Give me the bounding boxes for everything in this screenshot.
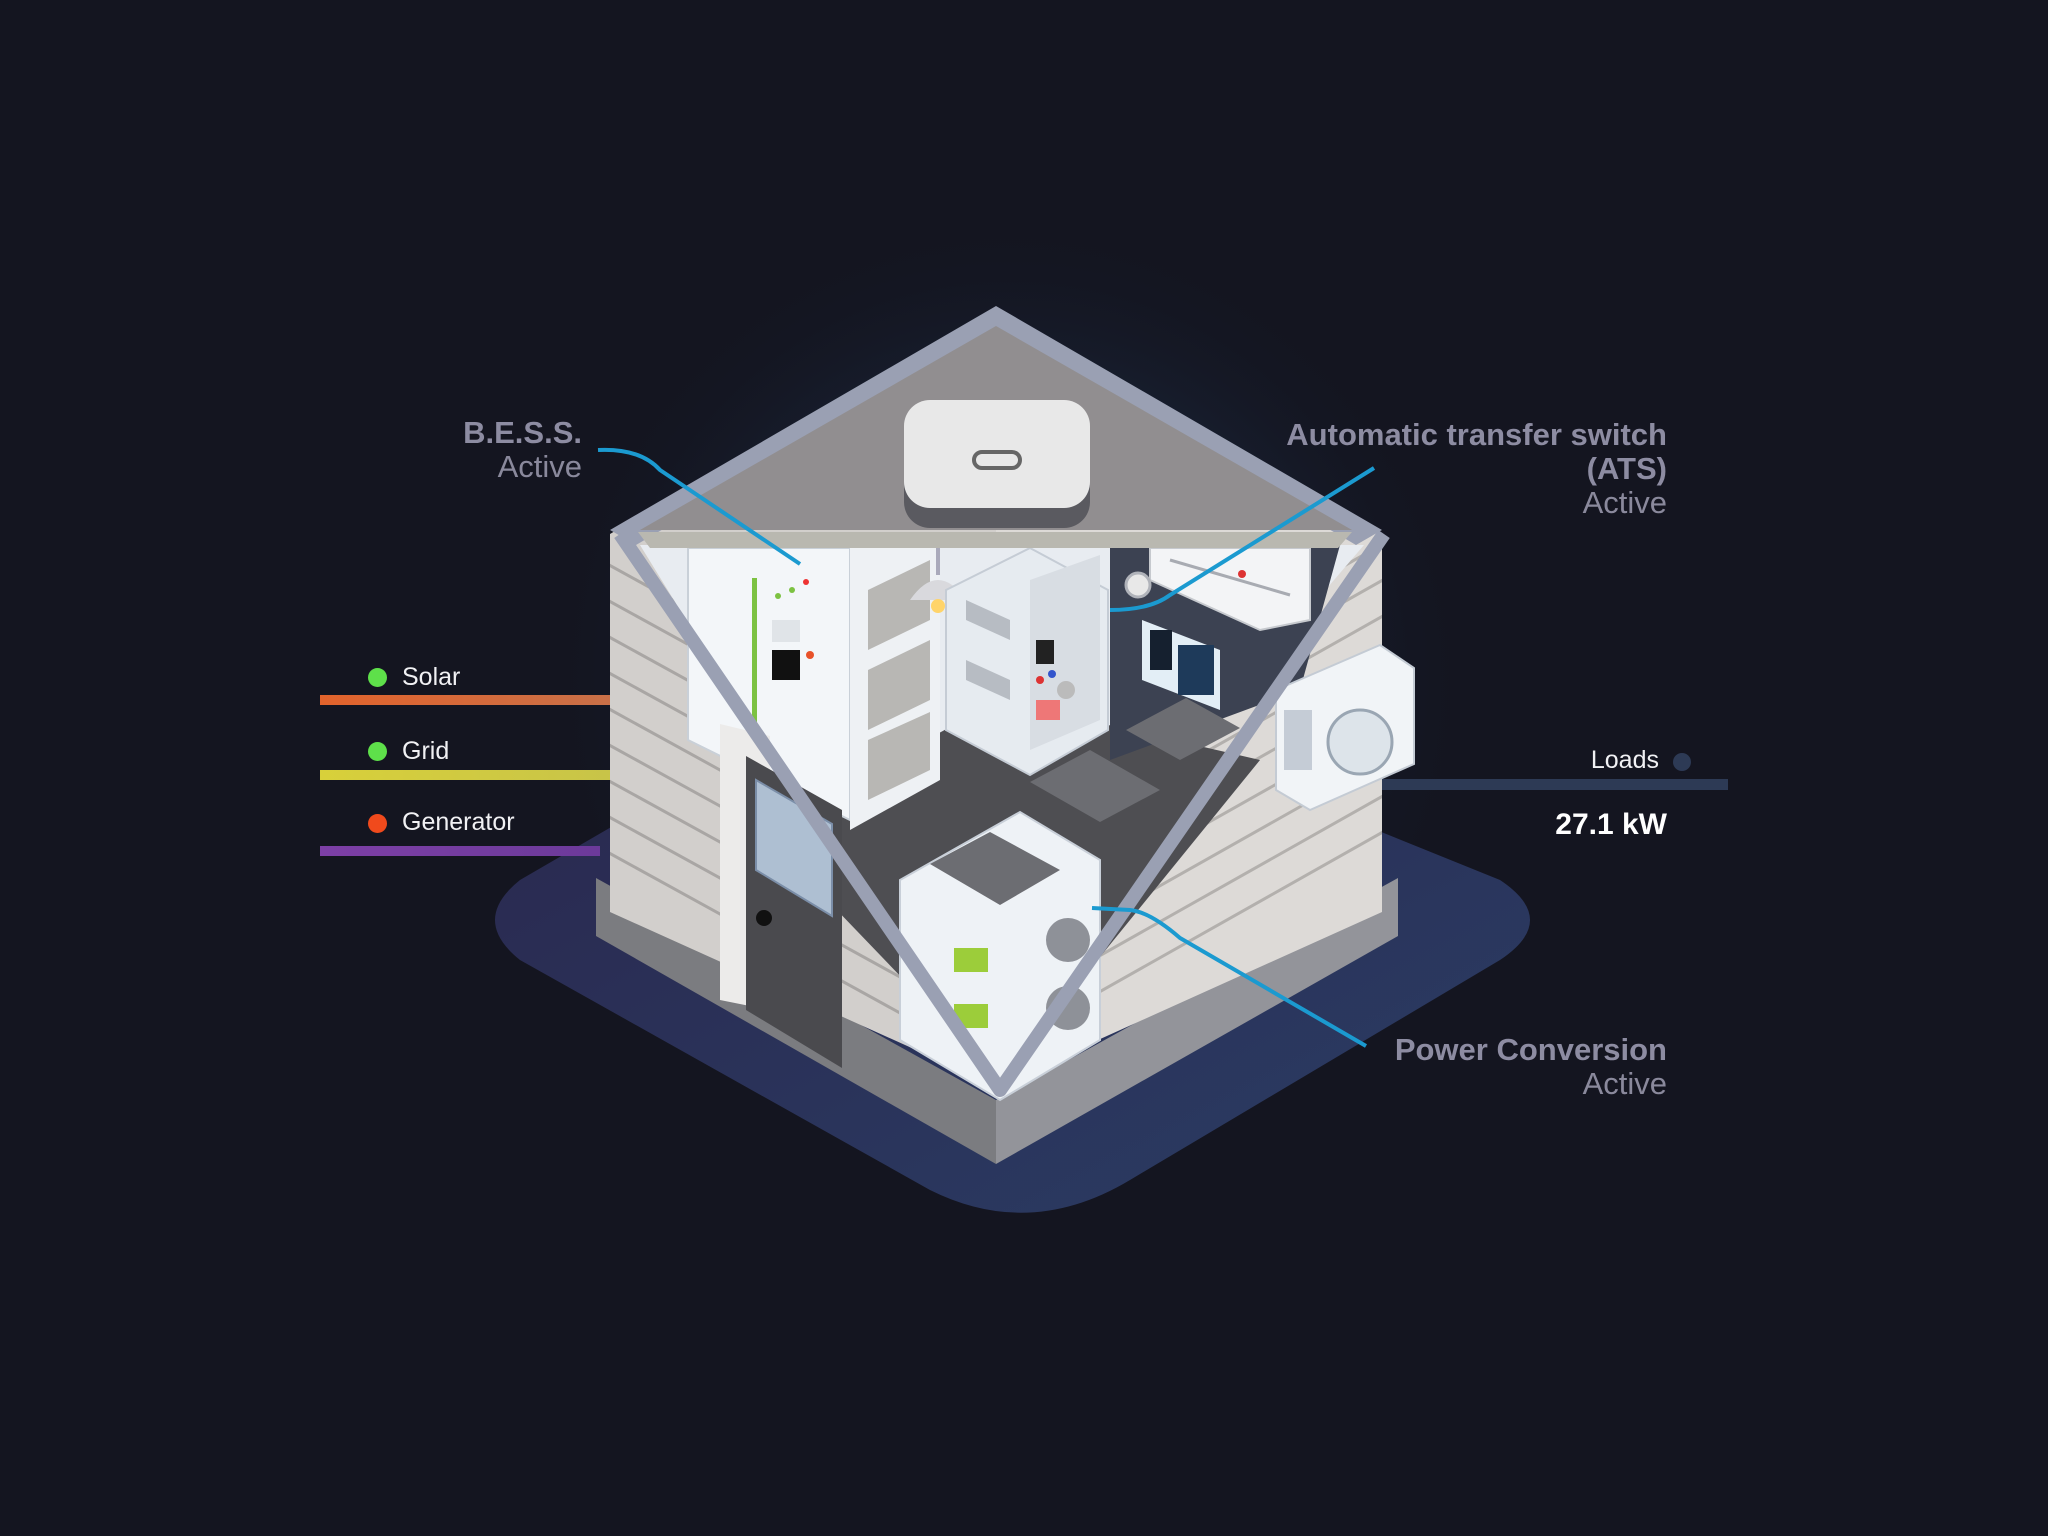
power-conversion-leader-line — [1091, 906, 1368, 1048]
generator-line — [320, 846, 600, 856]
ats-label: Automatic transfer switch (ATS) Active — [1286, 418, 1667, 520]
loads-label: Loads — [1590, 746, 1659, 774]
roof-edge — [638, 532, 1352, 548]
grid-status-dot — [368, 742, 387, 761]
rack-shelves — [850, 548, 940, 830]
cutaway-frame — [614, 530, 1390, 1097]
monitor-panel — [1142, 620, 1220, 710]
grid-line — [320, 770, 610, 780]
power-conversion-status: Active — [1582, 1066, 1667, 1101]
ats-panel — [945, 546, 1109, 777]
ats-leader-line — [1109, 466, 1376, 612]
ats-status: Active — [1582, 485, 1667, 520]
roof-hatch — [904, 400, 1090, 528]
generator-status-dot — [368, 814, 387, 833]
loads-value: 27.1 kW — [1555, 808, 1667, 841]
ats-name-line2: (ATS) — [1586, 451, 1667, 486]
power-conversion-name: Power Conversion — [1394, 1032, 1667, 1067]
bess-name: B.E.S.S. — [463, 415, 582, 450]
solar-line — [320, 695, 610, 705]
grid-label: Grid — [402, 737, 450, 765]
generator-label: Generator — [402, 808, 515, 836]
loads-indicator-dot — [1673, 753, 1691, 771]
solar-label: Solar — [402, 663, 461, 691]
ats-name-line1: Automatic transfer switch — [1286, 417, 1667, 452]
bess-label: B.E.S.S. Active — [463, 416, 582, 484]
loads-line — [1380, 779, 1728, 790]
power-conversion-label: Power Conversion Active — [1395, 1033, 1667, 1101]
solar-status-dot — [368, 668, 387, 687]
bess-leader-line — [597, 447, 802, 566]
bess-status: Active — [497, 449, 582, 484]
outdoor-ac-unit — [1275, 643, 1415, 812]
